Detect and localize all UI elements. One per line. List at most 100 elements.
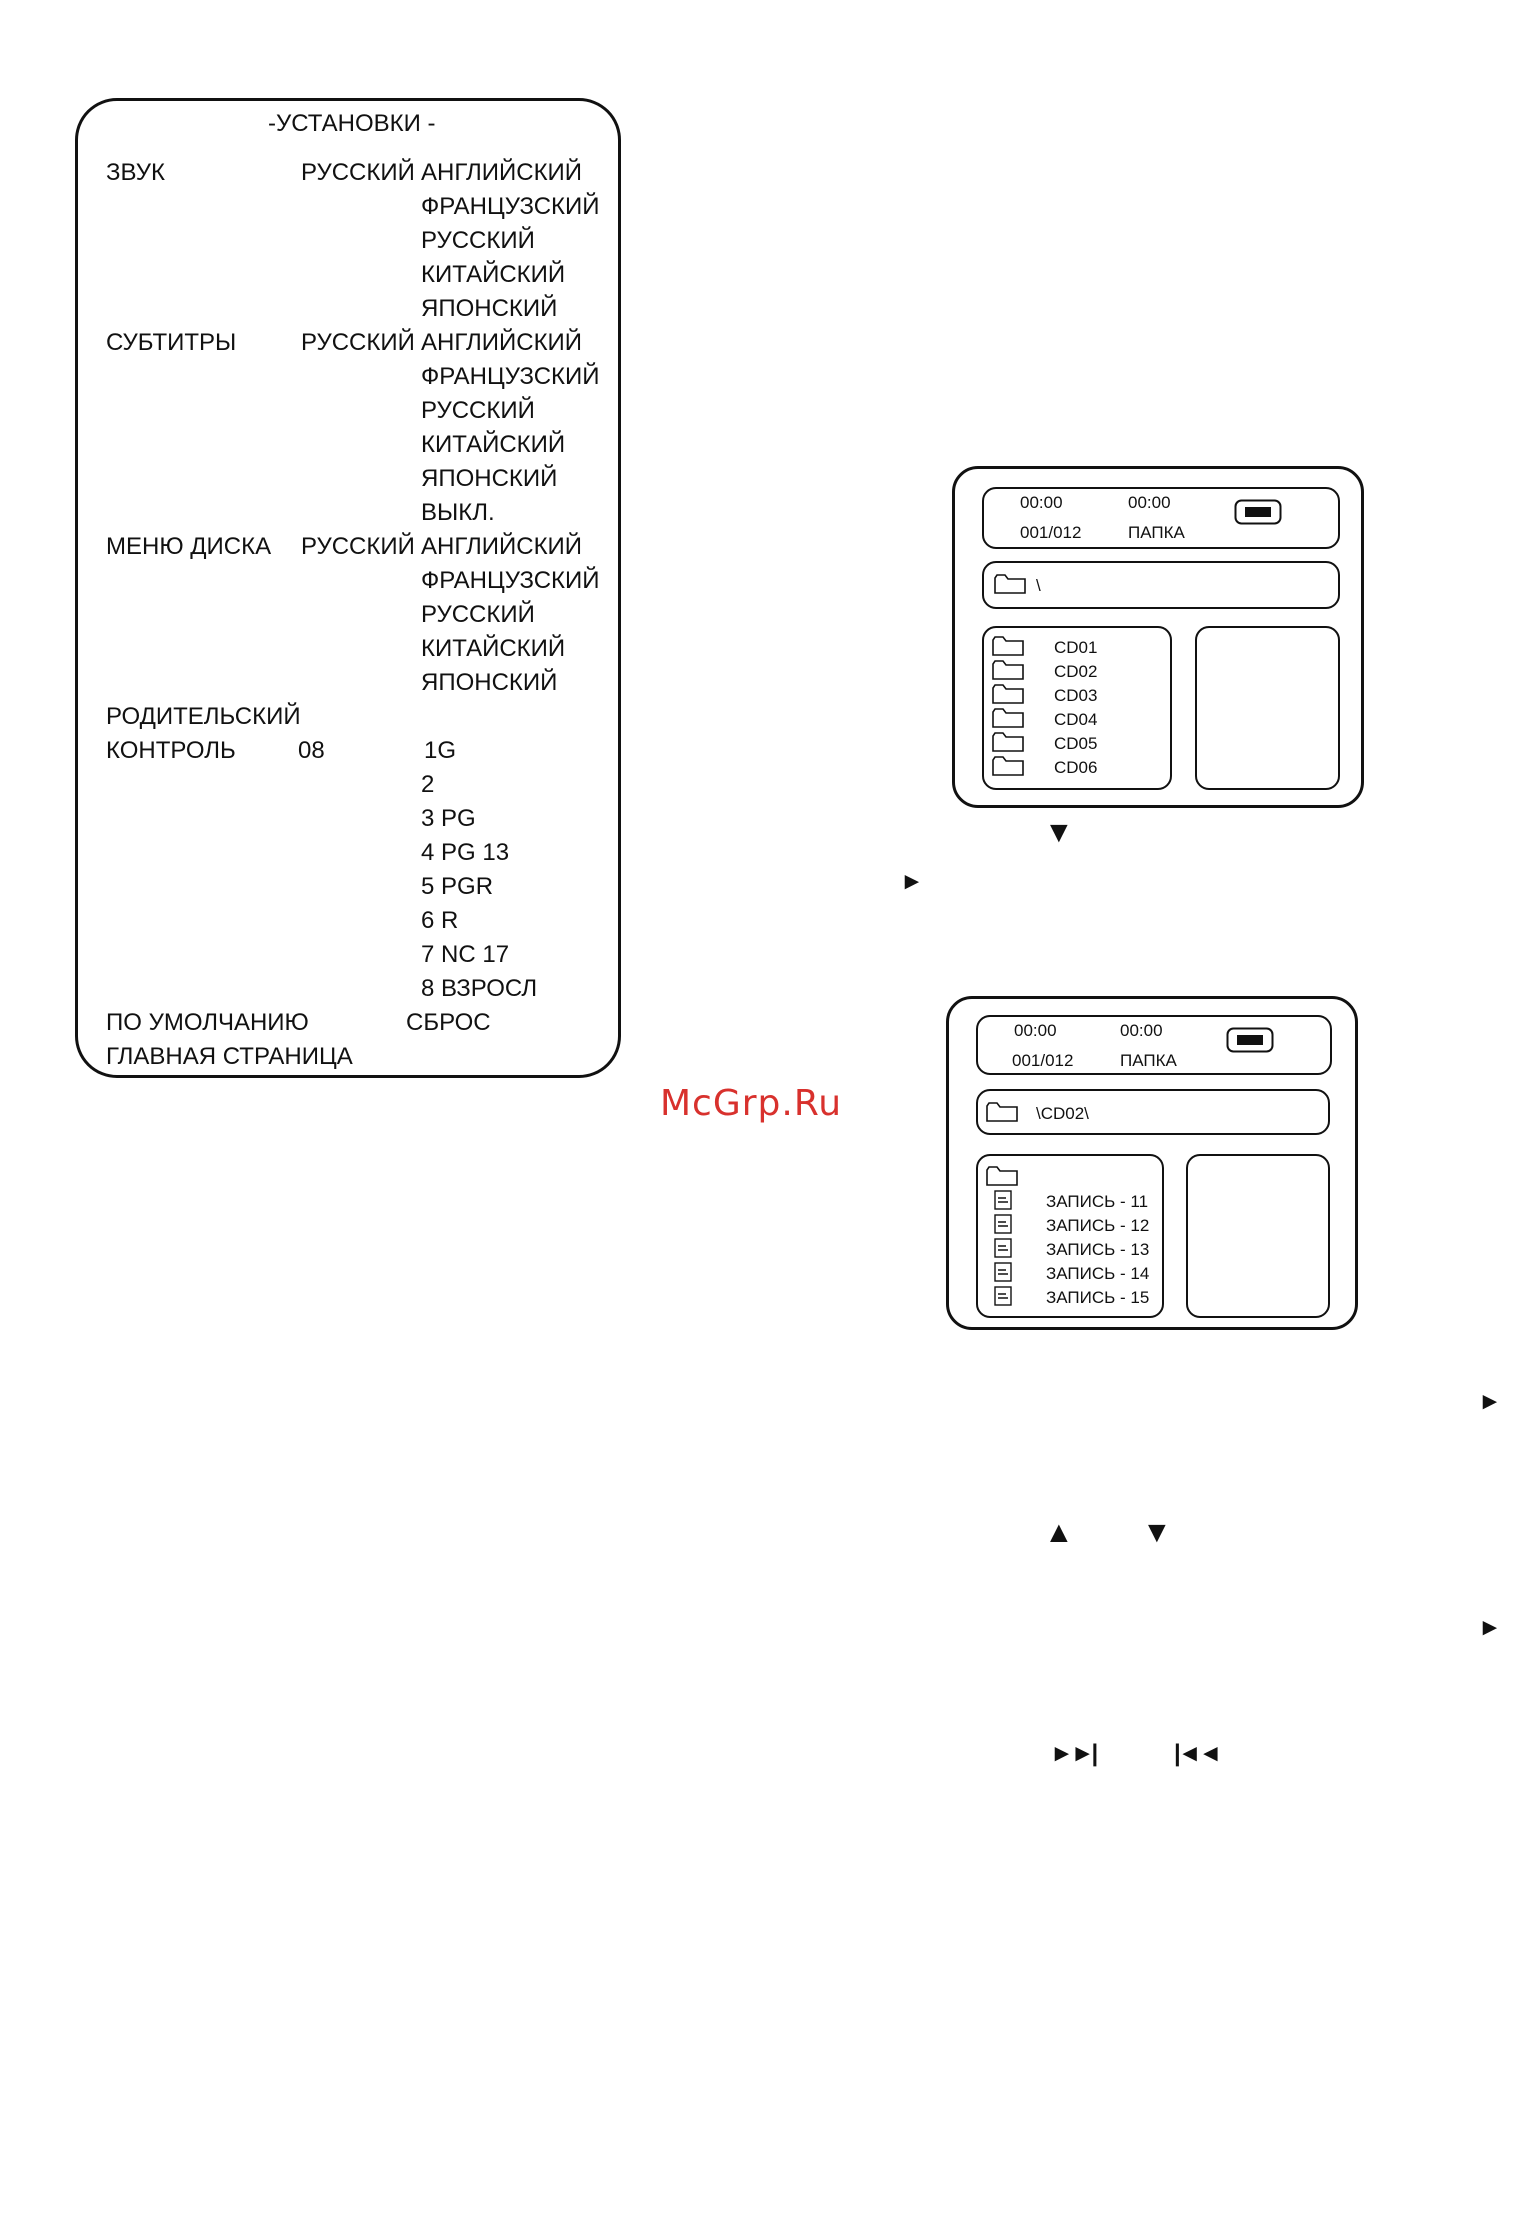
file-icon	[994, 1190, 1012, 1210]
audio-label: ЗВУК	[106, 159, 165, 186]
defaults-value: СБРОС	[406, 1009, 491, 1036]
preview-panel	[1195, 626, 1340, 790]
list-item[interactable]	[992, 708, 1024, 733]
list-item[interactable]	[992, 684, 1024, 709]
time-total: 00:00	[1120, 1021, 1163, 1040]
folder-icon	[994, 574, 1026, 594]
disc-menu-option: АНГЛИЙСКИЙ	[421, 533, 583, 560]
subtitles-option: КИТАЙСКИЙ	[421, 431, 566, 458]
list-item[interactable]	[994, 1262, 1012, 1287]
main-page-label: ГЛАВНАЯ СТРАНИЦА	[106, 1043, 353, 1070]
file-icon	[994, 1238, 1012, 1258]
list-item-label: ЗАПИСЬ - 13	[1046, 1240, 1150, 1259]
subtitles-label: СУБТИТРЫ	[106, 329, 237, 356]
time-elapsed: 00:00	[1020, 493, 1063, 512]
subtitles-option: ЯПОНСКИЙ	[421, 465, 558, 492]
parental-option: 4 PG 13	[421, 839, 510, 866]
parental-option: 6 R	[421, 907, 459, 934]
disc-menu-option: ЯПОНСКИЙ	[421, 669, 558, 696]
folder-icon	[992, 732, 1024, 752]
list-item-label: ЗАПИСЬ - 11	[1046, 1192, 1149, 1211]
prev-track-icon: |◄◄	[1174, 1740, 1222, 1767]
disc-menu-label: МЕНЮ ДИСКА	[106, 533, 272, 560]
preview-panel	[1186, 1154, 1330, 1318]
disc-menu-option: ФРАНЦУЗСКИЙ	[421, 567, 600, 594]
list-item[interactable]	[992, 732, 1024, 757]
battery-icon	[1234, 499, 1282, 525]
parental-label-line2: КОНТРОЛЬ	[106, 737, 236, 764]
list-item[interactable]	[994, 1286, 1012, 1311]
subtitles-option: АНГЛИЙСКИЙ	[421, 329, 583, 356]
parental-option: 5 PGR	[421, 873, 494, 900]
parental-option: 3 PG	[421, 805, 476, 832]
down-arrow-icon: ▼	[1044, 816, 1074, 849]
time-elapsed: 00:00	[1014, 1021, 1057, 1040]
defaults-label: ПО УМОЛЧАНИЮ	[106, 1009, 309, 1036]
parental-option: 2	[421, 771, 435, 798]
path-text: \CD02\	[1036, 1104, 1089, 1123]
subtitles-option: РУССКИЙ	[421, 397, 535, 424]
right-arrow-icon: ►	[900, 868, 924, 895]
parental-option: 8 ВЗРОСЛ	[421, 975, 538, 1002]
down-arrow-icon: ▼	[1142, 1516, 1172, 1549]
disc-menu-option: КИТАЙСКИЙ	[421, 635, 566, 662]
folder-icon	[992, 684, 1024, 704]
parental-label-line1: РОДИТЕЛЬСКИЙ	[106, 703, 301, 730]
list-item[interactable]	[992, 636, 1024, 661]
audio-option: ЯПОНСКИЙ	[421, 295, 558, 322]
list-item[interactable]	[994, 1238, 1012, 1263]
subtitles-option: ВЫКЛ.	[421, 499, 495, 526]
setup-title: -УСТАНОВКИ -	[268, 110, 436, 137]
parental-option: 7 NC 17	[421, 941, 510, 968]
up-arrow-icon: ▲	[1044, 1516, 1074, 1549]
right-arrow-icon: ►	[1478, 1388, 1502, 1415]
setup-menu-box	[75, 98, 621, 1078]
file-icon	[994, 1214, 1012, 1234]
path-text: \	[1036, 576, 1041, 595]
folder-icon	[992, 636, 1024, 656]
parental-option: 1G	[424, 737, 457, 764]
battery-icon	[1226, 1027, 1274, 1053]
list-item-label: CD06	[1054, 758, 1098, 777]
list-item-label: CD01	[1054, 638, 1098, 657]
time-total: 00:00	[1128, 493, 1171, 512]
file-icon	[994, 1262, 1012, 1282]
folder-icon	[986, 1102, 1018, 1122]
subtitles-value: РУССКИЙ	[301, 329, 415, 356]
track-counter: 001/012	[1012, 1051, 1074, 1070]
status-panel	[982, 487, 1340, 549]
track-counter: 001/012	[1020, 523, 1082, 542]
file-list-panel	[982, 626, 1172, 790]
list-item-label: ЗАПИСЬ - 14	[1046, 1264, 1150, 1283]
path-bar	[976, 1089, 1330, 1135]
list-item-label: CD04	[1054, 710, 1098, 729]
subtitles-option: ФРАНЦУЗСКИЙ	[421, 363, 600, 390]
right-arrow-icon: ►	[1478, 1614, 1502, 1641]
audio-option: КИТАЙСКИЙ	[421, 261, 566, 288]
audio-option: РУССКИЙ	[421, 227, 535, 254]
file-list-panel	[976, 1154, 1164, 1318]
parental-value: 08	[298, 737, 325, 764]
status-panel	[976, 1015, 1332, 1075]
parent-folder-icon[interactable]	[986, 1166, 1018, 1186]
audio-option: АНГЛИЙСКИЙ	[421, 159, 583, 186]
mode-label: ПАПКА	[1128, 523, 1185, 542]
path-bar	[982, 561, 1340, 609]
audio-option: ФРАНЦУЗСКИЙ	[421, 193, 600, 220]
folder-icon	[992, 756, 1024, 776]
list-item-label: CD02	[1054, 662, 1098, 681]
watermark: McGrp.Ru	[660, 1083, 843, 1124]
disc-menu-value: РУССКИЙ	[301, 533, 415, 560]
folder-icon	[992, 708, 1024, 728]
list-item[interactable]	[992, 660, 1024, 685]
disc-menu-option: РУССКИЙ	[421, 601, 535, 628]
folder-icon	[992, 660, 1024, 680]
list-item-label: ЗАПИСЬ - 12	[1046, 1216, 1150, 1235]
list-item[interactable]	[994, 1214, 1012, 1239]
list-item[interactable]	[992, 756, 1024, 781]
list-item[interactable]	[994, 1190, 1012, 1215]
next-track-icon: ►►|	[1050, 1740, 1098, 1767]
audio-value: РУССКИЙ	[301, 159, 415, 186]
list-item-label: ЗАПИСЬ - 15	[1046, 1288, 1150, 1307]
file-icon	[994, 1286, 1012, 1306]
